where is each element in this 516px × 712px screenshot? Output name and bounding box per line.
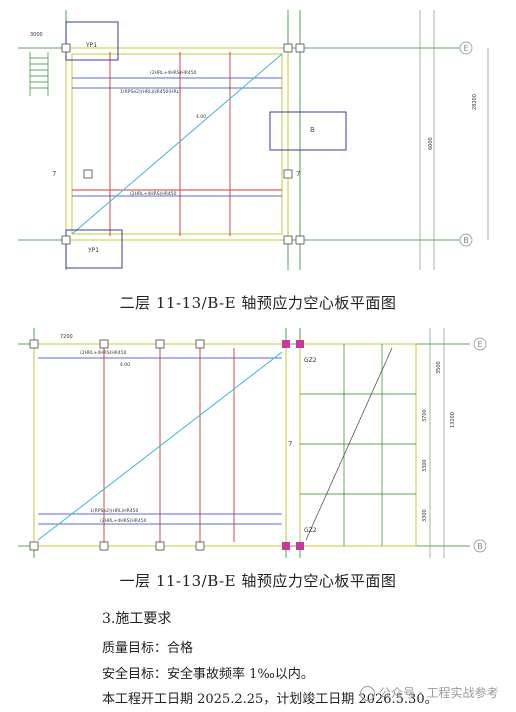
beam-note: (2HRL+4HRS)HR450 <box>80 350 127 356</box>
column-box <box>65 229 123 269</box>
plan-2-grid-lines <box>18 10 460 270</box>
beam-note: 4.00 <box>196 114 206 120</box>
axis-label: E <box>477 340 482 349</box>
beam-note: (2HRL+4HRS)HR450 <box>130 191 177 197</box>
plan-2-drawing: E B YP1 YP1 B 7 7 3000 (2HRL+4HRS)HR450 … <box>18 10 489 270</box>
axis-label: B <box>477 542 483 551</box>
plan-1-caption: 一层 11-13/B-E 轴预应力空心板平面图 <box>119 572 397 590</box>
beam-note: 4.00 <box>120 362 130 368</box>
plan-1-drawing: E B GZ2 GZ2 7 (2HRL+4HRS)HR450 1(RPSe2)(… <box>18 328 487 558</box>
beam-note: (2HRL+4HRS)HR450 <box>100 518 147 524</box>
span-mark: 7 <box>296 170 300 178</box>
column-label: YP1 <box>87 247 99 254</box>
beam-note: 1(RPSe2)(HRL)HR450 <box>90 508 138 514</box>
beam-label: GZ2 <box>304 527 317 534</box>
dimension-text: 3500 <box>436 361 442 374</box>
quality-target: 质量目标：合格 <box>102 641 194 656</box>
plan-2-caption: 二层 11-13/B-E 轴预应力空心板平面图 <box>119 294 397 312</box>
watermark: 公众号 · 工程实战参考 <box>360 684 498 701</box>
watermark-text: 公众号 · 工程实战参考 <box>379 686 499 700</box>
room-marker: B <box>310 126 315 134</box>
room-box <box>269 111 347 151</box>
column-label: YP1 <box>85 42 97 49</box>
safety-target: 安全目标：安全事故频率 1‰以内。 <box>102 667 314 682</box>
dimension-text: 3000 <box>30 32 43 38</box>
beam-label: GZ2 <box>304 357 317 364</box>
schedule-line: 本工程开工日期 2025.2.25，计划竣工日期 2026.5.30。 <box>102 692 438 707</box>
axis-label: E <box>463 44 468 53</box>
span-mark: 7 <box>288 440 292 448</box>
axis-label: B <box>463 236 469 245</box>
section-heading: 3.施工要求 <box>102 611 172 627</box>
beam-note: 1(RPSe2)(HRL)HR450(HRL) <box>120 89 181 95</box>
dimension-text: 6000 <box>428 137 434 150</box>
dimension-text: 28200 <box>472 94 478 110</box>
floor-plan-1: E B GZ2 GZ2 7 (2HRL+4HRS)HR450 1(RPSe2)(… <box>0 318 516 564</box>
dimension-text: 3300 <box>422 459 428 472</box>
wechat-icon <box>360 686 375 701</box>
dimension-text: 3700 <box>422 409 428 422</box>
span-mark: 7 <box>52 170 56 178</box>
dimension-text: 3300 <box>422 509 428 522</box>
column-box <box>65 21 119 61</box>
dimension-text: 13200 <box>450 412 456 428</box>
dimension-text: 7200 <box>60 334 73 340</box>
beam-note: (2HRL+4HRS)HR450 <box>150 70 197 76</box>
floor-plan-2: E B YP1 YP1 B 7 7 3000 (2HRL+4HRS)HR450 … <box>0 0 516 284</box>
